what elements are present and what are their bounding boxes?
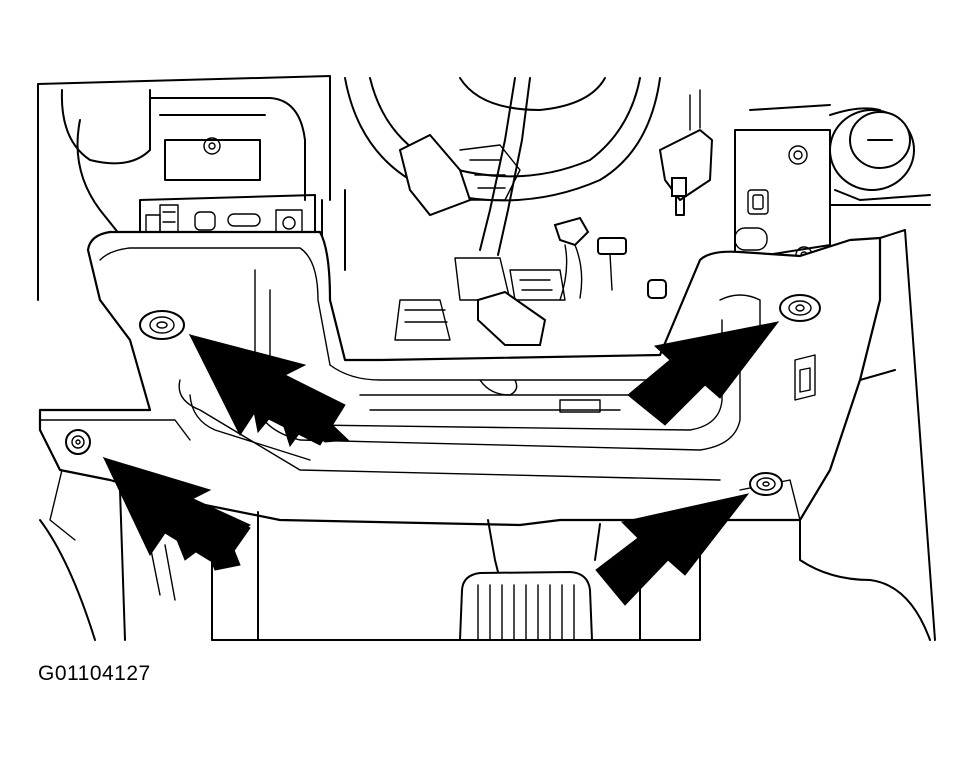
brake-pedal	[458, 570, 594, 641]
fastener-lower-left	[65, 429, 91, 455]
fastener-upper-left	[139, 310, 185, 340]
fastener-screws	[65, 294, 821, 496]
wiring-connector-upper	[398, 77, 531, 256]
arrow-upper-left-shape	[189, 334, 346, 446]
dash-lower-panel-diagram	[37, 75, 936, 641]
fastener-lower-right	[749, 472, 783, 496]
sensor-fitting	[659, 89, 713, 216]
steering-column-shroud	[321, 77, 661, 301]
arrow-lower-left-shape	[103, 457, 251, 569]
figure-id-label: G01104127	[38, 662, 151, 685]
arrow-upper-right	[627, 321, 780, 426]
callout-arrows	[102, 321, 780, 606]
upper-dash-structure	[37, 75, 331, 301]
wiring-harness-center	[394, 216, 667, 346]
arrow-lower-right	[595, 493, 750, 606]
fastener-upper-right	[779, 294, 821, 322]
ignition-switch	[734, 104, 931, 264]
